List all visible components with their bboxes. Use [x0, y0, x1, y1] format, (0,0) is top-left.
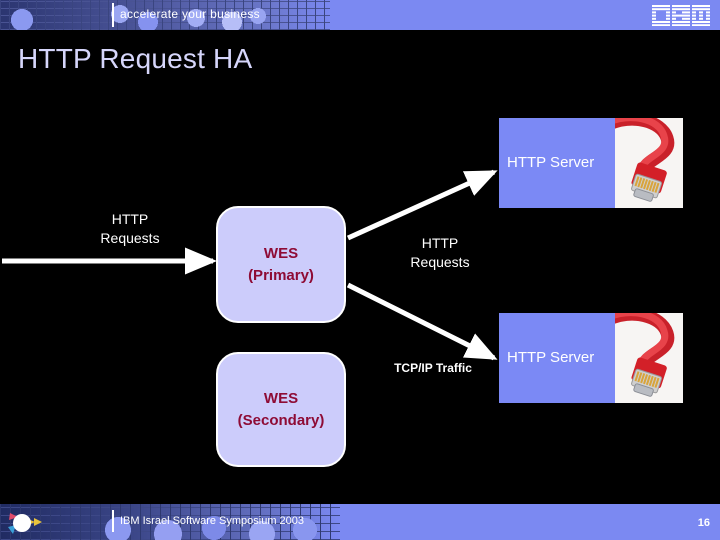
symposium-emblem-icon [8, 513, 42, 534]
wes-primary-box[interactable]: WES (Primary) [216, 206, 346, 323]
arrow-to-server-top [346, 169, 498, 241]
page-number: 16 [697, 517, 710, 529]
http-server-top[interactable]: HTTP Server [499, 118, 683, 208]
wes-primary-line1: WES [263, 244, 299, 262]
label-incoming-line1: HTTP [111, 211, 149, 227]
label-tcpip-traffic: TCP/IP Traffic [394, 361, 472, 375]
slide-footer: IBM Israel Software Symposium 2003 16 [0, 504, 720, 540]
wes-primary-line2: (Primary) [248, 266, 314, 284]
footer-text: IBM Israel Software Symposium 2003 [120, 515, 305, 527]
header-divider [112, 3, 114, 27]
footer-divider [112, 510, 114, 532]
label-outgoing-line2: Requests [410, 253, 470, 270]
http-server-top-pane [499, 118, 615, 208]
label-incoming-http-requests: HTTP Requests [60, 210, 200, 248]
http-server-bottom-label: HTTP Server [507, 349, 595, 366]
label-outgoing-http-requests: HTTP Requests [385, 234, 495, 272]
ethernet-cable-icon [615, 313, 683, 403]
slide-title: HTTP Request HA [18, 43, 253, 74]
http-server-bottom[interactable]: HTTP Server [499, 313, 683, 403]
slide-header: accelerate your business [0, 0, 720, 30]
header-tagline: accelerate your business [120, 7, 260, 21]
footer-texture-graphic [0, 504, 340, 540]
http-server-bottom-photo [615, 313, 683, 403]
ibm-logo [652, 5, 710, 26]
wes-secondary-box[interactable]: WES (Secondary) [216, 352, 346, 467]
wes-secondary-line1: WES [263, 389, 299, 407]
label-outgoing-line1: HTTP [421, 235, 459, 251]
http-server-top-photo [615, 118, 683, 208]
header-texture-graphic [0, 0, 330, 30]
wes-secondary-line2: (Secondary) [237, 411, 325, 429]
http-server-bottom-pane [499, 313, 615, 403]
ethernet-cable-icon [615, 118, 683, 208]
http-server-top-label: HTTP Server [507, 154, 595, 171]
arrow-to-server-bottom [346, 282, 498, 361]
label-incoming-line2: Requests [100, 229, 160, 246]
